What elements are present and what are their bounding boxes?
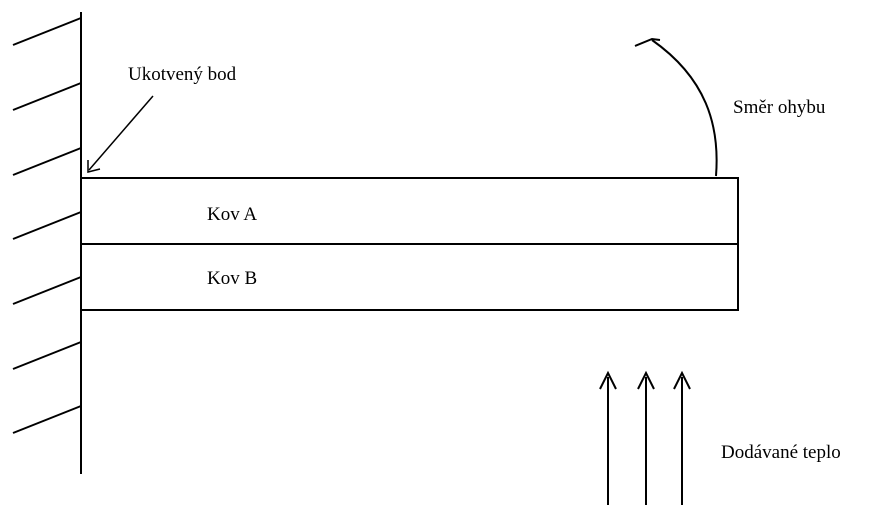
heat-supplied-label: Dodávané teplo	[721, 442, 841, 463]
wall-hatch	[12, 341, 82, 370]
arrow-up-icon	[673, 370, 691, 505]
bimetallic-strip	[80, 177, 739, 311]
fixed-wall	[12, 12, 82, 474]
wall-hatch	[12, 405, 82, 434]
arrow-down-left-icon	[87, 95, 154, 173]
wall-hatch	[12, 276, 82, 305]
bend-direction-label: Směr ohybu	[733, 97, 826, 118]
heat-arrows	[599, 370, 691, 505]
arrow-up-icon	[599, 370, 617, 505]
curved-arrow-up-icon	[634, 37, 718, 177]
metal-b-label: Kov B	[207, 268, 257, 289]
metal-b-layer	[80, 243, 739, 311]
wall-hatch	[12, 147, 82, 176]
metal-a-layer	[80, 177, 739, 245]
arrow-up-icon	[637, 370, 655, 505]
metal-a-label: Kov A	[207, 204, 257, 225]
wall-hatch	[12, 17, 82, 46]
anchor-point-label: Ukotvený bod	[128, 64, 237, 85]
wall-hatch	[12, 82, 82, 111]
wall-hatch	[12, 211, 82, 240]
